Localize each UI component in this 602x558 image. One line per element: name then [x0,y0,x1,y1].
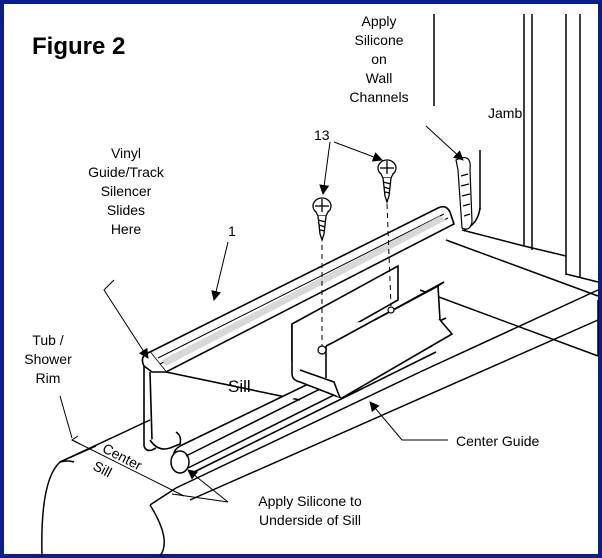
label-jamb: Jamb [488,105,522,121]
label-apply-silicone-sill: Apply Silicone to Underside of Sill [258,493,362,528]
label-apply-silicone-wall: Apply Silicone on Wall Channels [349,13,408,105]
label-vinyl-guide: Vinyl Guide/Track Silencer Slides Here [88,145,165,237]
label-line: Rim [36,370,61,386]
label-line: Sill [91,458,115,481]
center-sill-dimension [71,435,185,497]
label-line: Silicone [354,32,403,48]
label-part-1: 1 [228,223,236,239]
label-line: Tub / [32,332,63,348]
label-line: Vinyl [111,145,141,161]
sill-rail [141,205,455,374]
label-line: Apply [361,13,396,29]
screw-right [377,159,397,205]
label-line: Apply Silicone to [258,493,362,509]
screw-left [312,197,332,243]
figure-title: Figure 2 [32,33,125,60]
label-line: Underside of Sill [259,512,361,528]
label-line: Shower [24,351,72,367]
label-line: Silencer [101,183,152,199]
label-line: Channels [349,89,408,105]
label-tub-rim: Tub / Shower Rim [24,332,72,386]
tub-rim [41,289,599,557]
leader-lines [59,125,464,503]
label-line: on [371,51,387,67]
screw-holes [317,306,395,355]
screw-dashed-lines [321,203,392,346]
center-guide [291,264,454,399]
jamb-silicone-bead [455,157,473,230]
back-ledge [419,229,599,357]
label-line: Slides [107,202,145,218]
label-line: Here [111,221,142,237]
label-line: Wall [366,70,393,86]
label-line: Guide/Track [88,164,165,180]
label-center-guide: Center Guide [456,433,539,449]
label-part-13: 13 [314,127,330,143]
label-sill: Sill [228,377,251,396]
